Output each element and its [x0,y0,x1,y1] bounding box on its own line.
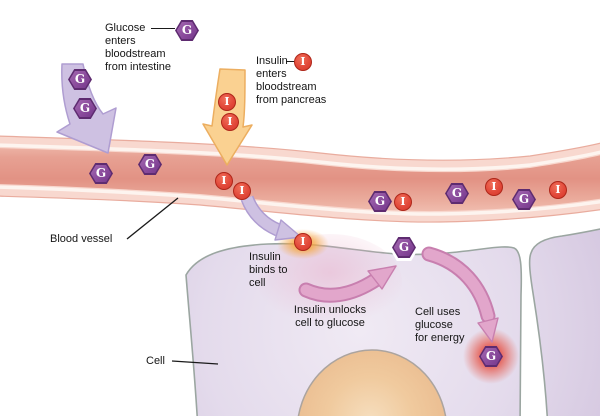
insulin-icon: I [218,93,236,111]
glucose-icon: G [445,183,469,204]
insulin-icon: I [233,182,251,200]
blood-vessel-pointer-line [126,197,179,240]
insulin-to-cell-arrowhead [274,219,302,241]
unlock-arrow [300,273,383,301]
energy-arrow [423,248,494,322]
insulin-icon: I [215,172,233,190]
vessel-lining-bottom [0,185,600,216]
vessel-lining-top [0,143,600,171]
glucose-icon: G [89,163,113,184]
cell-uses-label: Cell uses glucose for energy [415,306,465,344]
blood-vessel-label: Blood vessel [50,233,113,245]
insulin-icon: I [221,113,239,131]
glucose-icon: G [479,346,503,367]
insulin-icon: I [394,193,412,211]
insulin-unlocks-label: Insulin unlocks cell to glucose [293,304,367,329]
cell-label: Cell [146,355,165,367]
insulin-icon: I [294,233,312,251]
glucose-icon: G [368,191,392,212]
insulin-binds-label: Insulin binds to cell [249,251,288,289]
insulin-icon: I [485,178,503,196]
glucose-icon: G [512,189,536,210]
insulin-legend-dash [286,61,295,63]
glucose-legend-label: Glucose enters bloodstream from intestin… [105,22,172,73]
insulin-icon: I [294,53,312,71]
glucose-icon: G [392,237,416,258]
insulin-icon: I [549,181,567,199]
energy-arrowhead [477,317,499,343]
nucleus-shape [297,349,447,416]
glucose-icon: G [175,20,199,41]
glucose-icon: G [138,154,162,175]
neighbor-cell-shape [528,228,600,416]
insulin-to-cell-arrow [242,195,281,235]
insulin-legend-label: Insulin enters bloodstream from pancreas [256,55,327,106]
glucose-icon: G [68,69,92,90]
unlock-arrowhead [367,265,397,290]
glucose-legend-dash [151,28,175,30]
glucose-icon: G [73,98,97,119]
cell-pointer-line [171,360,219,365]
